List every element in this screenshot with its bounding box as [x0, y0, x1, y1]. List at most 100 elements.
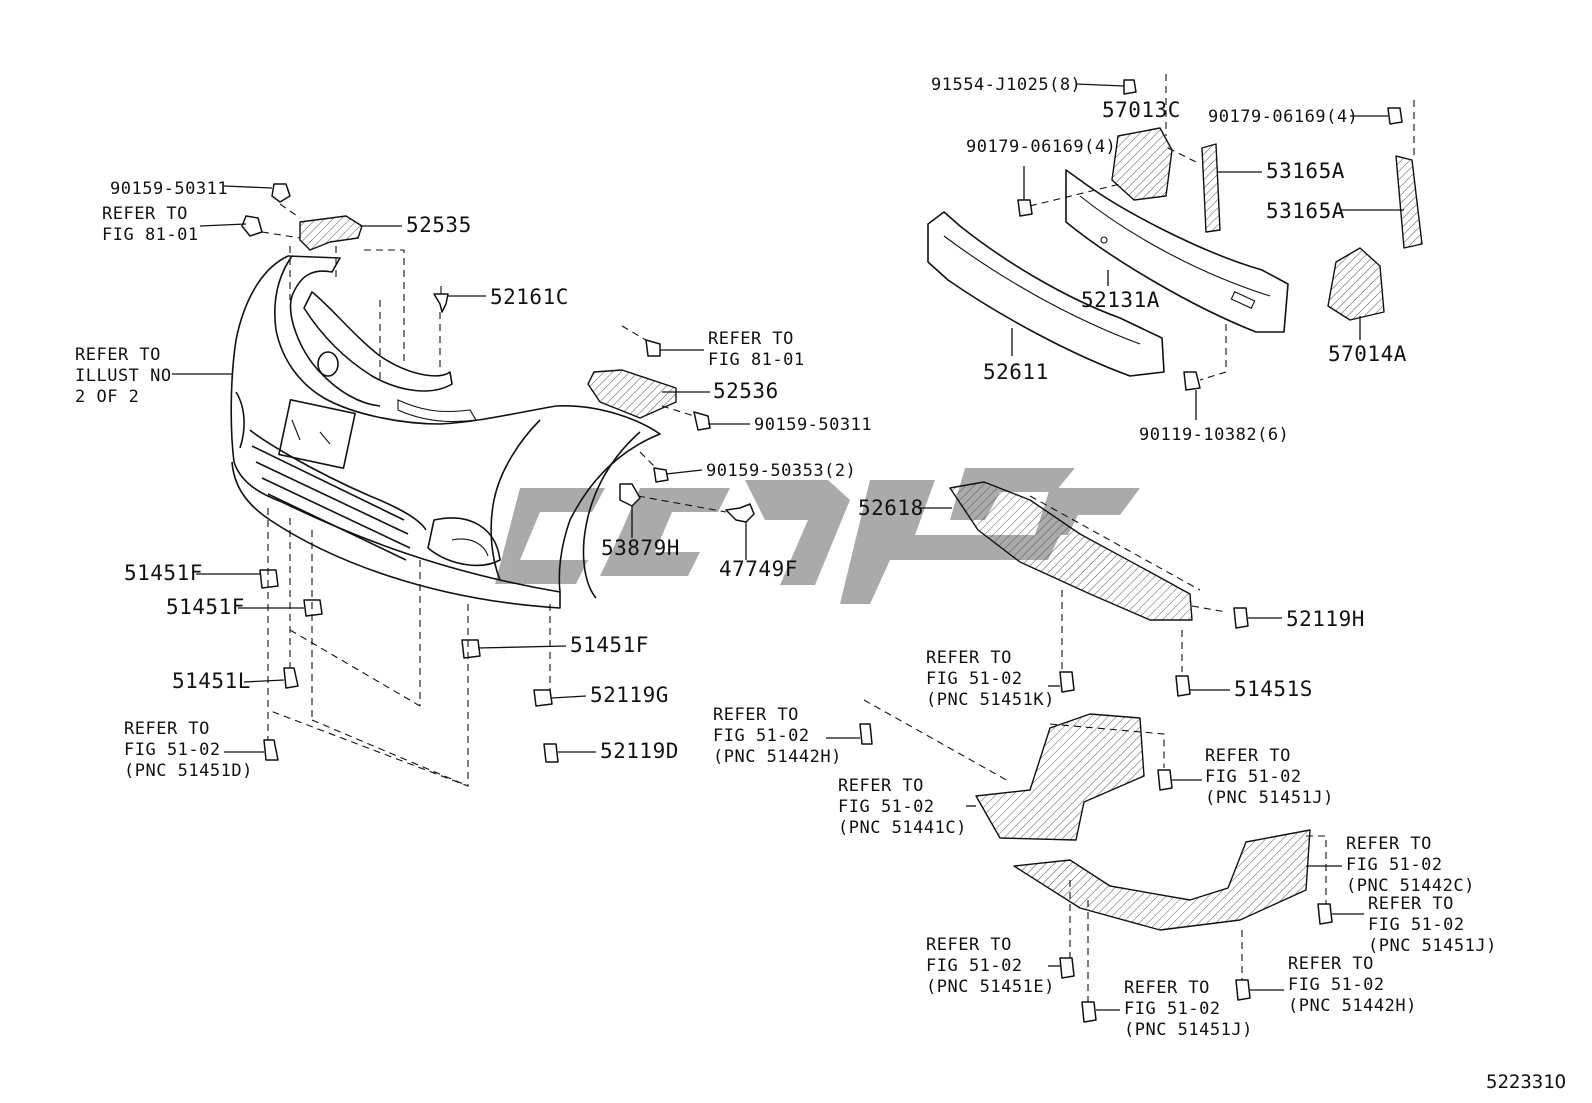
- callout-c6-line: REFER TO: [708, 329, 794, 349]
- callout-c17-line: (PNC 51451D): [124, 761, 253, 781]
- part-47749F-grommet: [725, 503, 755, 523]
- callout-c38-line: (PNC 51451E): [926, 977, 1055, 997]
- callout-c32: 51451S: [1234, 677, 1313, 701]
- callout-c5-line: REFER TO: [75, 345, 161, 365]
- screw-refer-81-01-right: [645, 339, 661, 357]
- callout-c34-line: REFER TO: [1205, 746, 1291, 766]
- callout-c37-line: REFER TO: [1368, 894, 1454, 914]
- callout-c34-line: (PNC 51451J): [1205, 788, 1334, 808]
- callout-c14-line: 51451F: [570, 633, 649, 657]
- right-bottom-dashes: [863, 699, 1327, 1002]
- callout-c38-line: REFER TO: [926, 935, 1012, 955]
- callout-c35-line: REFER TO: [838, 776, 924, 796]
- callout-c1: 90159-50311: [110, 179, 228, 199]
- callout-c38-line: FIG 51-02: [926, 956, 1023, 976]
- bolt-51451S: [1175, 675, 1191, 697]
- callout-c27: 52611: [983, 360, 1049, 384]
- callout-c3-line: 52535: [406, 213, 472, 237]
- callout-c13: 51451F: [166, 595, 245, 619]
- callout-c32-line: 51451S: [1234, 677, 1313, 701]
- part-52535-bracket: [299, 215, 363, 251]
- screw-90159-50353: [653, 467, 669, 483]
- callout-c36-line: FIG 51-02: [1346, 855, 1443, 875]
- part-57014A-bracket: [1327, 247, 1385, 321]
- callout-c14: 51451F: [570, 633, 649, 657]
- callout-c19-line: 91554-J1025(8): [931, 75, 1081, 95]
- callout-c10: 53879H: [601, 536, 680, 560]
- callout-c1-line: 90159-50311: [110, 179, 228, 199]
- callout-c22: 90179-06169(4): [966, 137, 1116, 157]
- clip-51451F-b: [303, 599, 323, 617]
- under-cover-51442C: [1013, 829, 1311, 931]
- callout-c29-line: 52618: [858, 496, 924, 520]
- callout-c25: 52131A: [1081, 288, 1160, 312]
- callout-c31-line: FIG 51-02: [926, 669, 1023, 689]
- callout-c24: 53165A: [1266, 199, 1345, 223]
- fastener-91554-J1025: [1123, 79, 1137, 95]
- callout-c35-line: FIG 51-02: [838, 797, 935, 817]
- callout-c9: 90159-50353(2): [706, 461, 856, 481]
- callout-c36-line: REFER TO: [1346, 834, 1432, 854]
- callout-c16: 52119G: [590, 683, 669, 707]
- callout-c39-line: FIG 51-02: [1288, 975, 1385, 995]
- callout-c27-line: 52611: [983, 360, 1049, 384]
- callout-c8-line: 90159-50311: [754, 415, 872, 435]
- screw-90159-50311-left: [271, 183, 291, 203]
- callout-c20-line: 57013C: [1102, 98, 1181, 122]
- callout-c2-line: FIG 81-01: [102, 225, 199, 245]
- callout-c5-line: ILLUST NO: [75, 366, 172, 386]
- bolt-51451J-b: [1317, 903, 1333, 925]
- part-52131A-reinforcement: [1065, 169, 1289, 333]
- screw-90159-50311-right: [693, 411, 711, 431]
- callout-c19: 91554-J1025(8): [931, 75, 1081, 95]
- callout-c21: 90179-06169(4): [1208, 107, 1358, 127]
- callout-c33-line: REFER TO: [713, 705, 799, 725]
- callout-c29: 52618: [858, 496, 924, 520]
- callout-c37-line: FIG 51-02: [1368, 915, 1465, 935]
- callout-c40-line: FIG 51-02: [1124, 999, 1221, 1019]
- right-top-dashes: [1029, 74, 1415, 381]
- callout-c7: 52536: [713, 379, 779, 403]
- callout-c7-line: 52536: [713, 379, 779, 403]
- callout-c24-line: 53165A: [1266, 199, 1345, 223]
- callout-c30: 52119H: [1286, 607, 1365, 631]
- part-52161C-clip: [433, 286, 449, 313]
- callout-c34-line: FIG 51-02: [1205, 767, 1302, 787]
- callout-c20: 57013C: [1102, 98, 1181, 122]
- callout-c21-line: 90179-06169(4): [1208, 107, 1358, 127]
- clip-51451F-c: [461, 639, 481, 659]
- callout-c12: 51451F: [124, 561, 203, 585]
- callout-c5-line: 2 OF 2: [75, 387, 139, 407]
- part-52536-bracket: [587, 369, 677, 419]
- callout-c28: 90119-10382(6): [1139, 425, 1289, 445]
- callout-c23-line: 53165A: [1266, 159, 1345, 183]
- bolt-52119H: [1233, 607, 1249, 629]
- callout-c31-line: (PNC 51451K): [926, 690, 1055, 710]
- callout-c26-line: 57014A: [1328, 342, 1407, 366]
- callout-c33-line: (PNC 51442H): [713, 747, 842, 767]
- figure-code: 522331O: [1486, 1071, 1566, 1093]
- bolt-90119-10382: [1183, 371, 1201, 391]
- bolt-51451D: [263, 739, 279, 761]
- callout-c11-line: 47749F: [719, 557, 798, 581]
- part-52618-lower-absorber: [949, 481, 1227, 672]
- bolt-51451J-c: [1081, 1001, 1097, 1023]
- callout-c22-line: 90179-06169(4): [966, 137, 1116, 157]
- bolt-51451L: [283, 667, 299, 689]
- callout-c17-line: FIG 51-02: [124, 740, 221, 760]
- nut-52119G: [533, 689, 553, 707]
- nut-90179-06169-b: [1017, 199, 1033, 217]
- callout-c39-line: (PNC 51442H): [1288, 996, 1417, 1016]
- part-53165A-upper: [1201, 143, 1221, 233]
- bolt-51442H-a: [859, 723, 873, 745]
- bolt-51451K: [1059, 671, 1075, 693]
- part-53879H-bracket: [619, 483, 641, 507]
- leader-lines: [172, 83, 1404, 1011]
